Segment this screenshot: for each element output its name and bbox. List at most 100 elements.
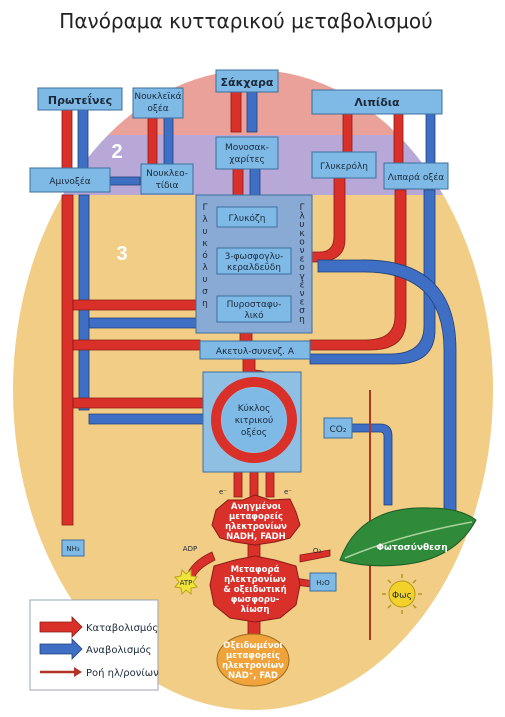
arrow-photosynthesis-g3p [317,259,457,521]
arrow-krebs-amino [88,413,206,425]
node-fatty: Λιπαρά οξέα [388,172,444,183]
node-pyruvate-box [216,295,292,323]
node-glycerol-box [311,151,377,179]
node-etc-line2: ηλεκτρονίων [224,574,286,585]
node-oxidized-line4: NAD⁺, FAD [228,671,278,681]
arrow-pyruvate-amino [88,317,201,329]
node-g3p-line1: 3-φωσφογλυ- [225,252,284,262]
node-nh3-box [61,539,85,557]
node-etc-line1: Μεταφορά [231,565,280,575]
arrow-nucleic-down [147,117,158,165]
node-glucose: Γλυκόζη [229,213,266,224]
arrow-sugars-down [230,89,242,133]
arrow-amino-acetyl [72,339,201,351]
node-krebs-line3: οξέος [241,427,267,438]
arrow-sugars-up [246,89,258,133]
arrow-lipid-fatty-up [425,113,436,165]
node-amino: Αμινοξέα [49,176,90,187]
arrow-amino-krebs [72,397,206,409]
krebs-ring [211,377,297,463]
node-fatty-box [383,162,449,190]
node-sugars-box [215,69,279,93]
node-krebs-line1: Κύκλος [238,403,271,414]
node-reduced-line4: NADH, FADH [226,532,286,542]
node-o2: O₂ [313,547,322,555]
node-nucleic-line2: οξέα [147,103,168,114]
node-h2o-box [309,572,337,592]
node-acetyl: Ακετυλ-συνενζ. Α [216,347,295,357]
arrow-proteins-down [61,107,73,169]
node-etc-line3: & οξειδωτική [223,585,286,595]
node-oxidized-line1: Οξειδωμένοι [223,640,282,651]
node-nucleic-line1: Νουκλεϊκά [134,92,181,102]
zone-3-label: 3 [116,243,127,265]
arrow-co2-photo [349,423,393,506]
node-krebs-line2: κιτρικού [235,415,274,426]
arrow-amino-nucleotides [107,176,141,186]
electron-left: e⁻ [219,488,227,496]
legend-catabolism-arrow [39,616,83,638]
legend-catabolism: Καταβολισμός [86,622,158,634]
legend-electron-flow: Ροή ηλ/ρονίων [86,667,159,679]
node-pyruvate-line2: λικό [244,310,264,321]
node-lipids: Λιπίδια [354,96,400,109]
node-photosynthesis: Φωτοσύνθεση [376,543,447,553]
node-oxidized-line2: μεταφορείς [226,650,280,661]
diagram-title: Πανόραμα κυτταρικού μεταβολισμού [59,9,432,33]
node-etc-line4: φωσφορυ- [231,595,280,605]
node-nucleic-box [132,87,184,119]
node-reduced-line1: Ανηγμένοι [231,501,281,512]
node-nh3: NH₃ [66,545,80,553]
sun-icon [382,574,422,614]
node-pyruvate-line1: Πυροσταφυ- [227,300,282,310]
node-nucleotides-box [140,163,194,195]
arrow-lipid-glycerol [342,113,353,155]
node-etc-line5: λίωση [241,604,270,615]
electron-right: e⁻ [284,488,292,496]
node-sugars: Σάκχαρα [221,76,274,89]
legend-anabolism-arrow [39,638,83,660]
zone-2-label: 2 [111,141,122,163]
node-proteins-box [37,87,123,111]
node-mono-box [215,136,279,170]
atp-burst [174,568,198,596]
node-co2-box [323,417,353,439]
etc-burst [209,555,301,623]
oxidized-carriers-ellipse [216,633,290,687]
node-h2o: H₂O [316,579,330,587]
leaf-vein [344,521,473,559]
node-glycerol: Γλυκερόλη [320,161,368,172]
node-adp: ADP [183,545,197,553]
arrow-amino-nh3 [61,194,74,526]
node-lipids-box [311,89,443,115]
node-nucleotides-line2: τίδια [156,181,179,191]
node-reduced-line2: μεταφορείς [229,511,283,522]
node-g3p-line2: κεραλδεΰδη [227,261,281,273]
krebs-center [222,388,286,452]
legend-electron-arrowhead [74,667,82,677]
arrow-acetyl-fatty [309,189,436,365]
arrow-nucleic-up [163,117,174,165]
node-co2: CO₂ [330,425,347,435]
node-reduced-line3: ηλεκτρονίων [225,521,287,532]
arrow-proteins-up [77,107,89,169]
arrow-o2-etc [299,549,331,563]
node-acetyl-box [199,340,311,360]
node-g3p-box [216,247,292,275]
node-proteins: Πρωτεΐνες [48,93,112,107]
arrow-lipid-fatty-down [393,113,404,165]
node-mono-line2: χαρίτες [229,155,264,165]
node-amino-box [29,167,111,193]
node-nucleotides-line1: Νουκλεο- [146,169,188,179]
node-atp: ATP [180,579,193,587]
legend-anabolism: Αναβολισμός [86,644,152,656]
node-glucose-box [216,206,278,228]
reduced-carriers-burst [211,494,301,546]
node-light: Φως [392,591,412,601]
arrow-amino-pyruvate [72,299,201,311]
node-oxidized-line3: ηλεκτρονίων [222,660,284,671]
zone-1-label: 1 [256,41,267,63]
